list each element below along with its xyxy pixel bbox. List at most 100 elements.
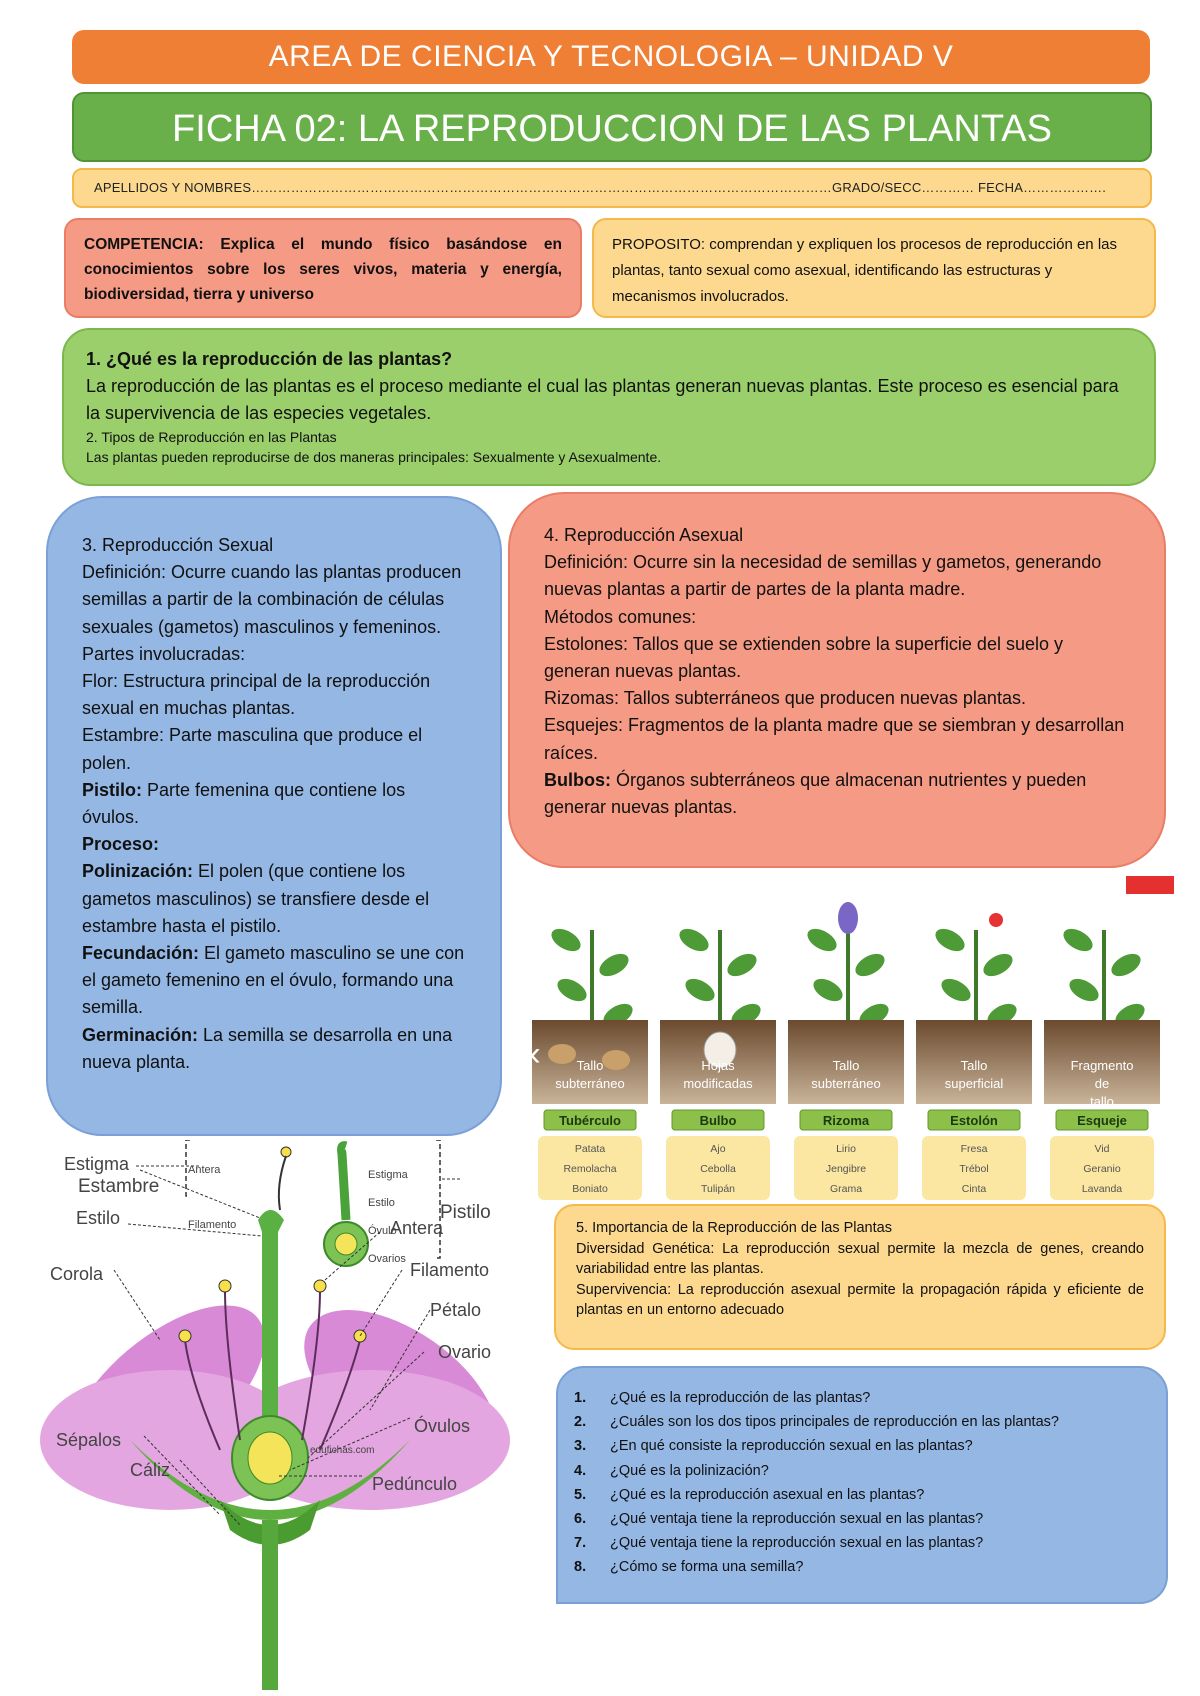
pregunta-item: 2.¿Cuáles son los dos tipos principales … [574, 1410, 1150, 1434]
example-plant: Geranio [1083, 1163, 1121, 1175]
asexual-plants-gallery: TallosubterráneoTubérculoPatataRemolacha… [532, 902, 1160, 1200]
gallery-next-arrow-icon[interactable]: › [1165, 1035, 1177, 1073]
pregunta-text: ¿Cómo se forma una semilla? [610, 1559, 804, 1576]
plant-leaf [983, 953, 1013, 977]
importancia-supervivencia: Supervivencia: La reproducción asexual p… [576, 1281, 1144, 1319]
example-plant: Ajo [710, 1143, 725, 1155]
reproduccion-asexual-box: 4. Reproducción Asexual Definición: Ocur… [508, 492, 1166, 868]
pregunta-text: ¿Qué ventaja tiene la reproducción sexua… [610, 1511, 984, 1528]
pregunta-item: 7.¿Qué ventaja tiene la reproducción sex… [574, 1531, 1150, 1555]
pregunta-number: 6. [574, 1511, 587, 1528]
pistilo-label: Pistilo: [82, 779, 143, 800]
flower-label-filamento_small: Filamento [188, 1219, 236, 1231]
flower-label-sepalos: Sépalos [56, 1430, 121, 1450]
sexual-polinizacion: Polinización: El polen (que contiene los… [82, 858, 466, 940]
sexual-fecundacion: Fecundación: El gameto masculino se une … [82, 940, 466, 1022]
importancia-heading: 5. Importancia de la Reproducción de las… [576, 1220, 892, 1236]
flower-label-watermark: edufichas.com [310, 1445, 374, 1456]
preguntas-list: 1. ¿Qué es la reproducción de las plantas… [574, 1386, 1150, 1580]
competencia-box: COMPETENCIA: Explica el mundo físico bas… [64, 218, 582, 318]
polinizacion-label: Polinización: [82, 861, 194, 882]
sexual-definicion: Definición: Ocurre cuando las plantas pr… [82, 562, 462, 637]
pregunta-text: ¿Qué es la reproducción de las plantas? [610, 1390, 871, 1406]
example-plant: Lavanda [1082, 1183, 1122, 1195]
example-plant: Jengibre [826, 1163, 866, 1175]
example-plant: Boniato [572, 1183, 608, 1195]
ficha-title: FICHA 02: LA REPRODUCCION DE LAS PLANTAS [72, 92, 1152, 162]
gallery-flag-icon [1126, 876, 1174, 894]
plant-leaf [1111, 953, 1141, 977]
examples-card [794, 1136, 898, 1200]
plant-leaf [813, 978, 843, 1002]
soil-label: tallo [1090, 1094, 1114, 1109]
flower-label-ovarios_small: Ovarios [368, 1253, 406, 1265]
label-leaders [113, 1165, 460, 1526]
pregunta-item: 8. ¿Cómo se forma una semilla? [574, 1555, 1150, 1579]
importancia-box: 5. Importancia de la Reproducción de las… [554, 1204, 1166, 1350]
asexual-definicion: Definición: Ocurre sin la necesidad de s… [544, 552, 1102, 600]
fecundacion-label: Fecundación: [82, 943, 200, 964]
soil-label: Hojas [701, 1058, 735, 1073]
proposito-text: PROPOSITO: comprendan y expliquen los pr… [612, 236, 1117, 305]
sexual-estambre: Estambre: Parte masculina que produce el… [82, 725, 423, 773]
competencia-label: COMPETENCIA: [84, 236, 204, 253]
flower-label-corola: Corola [50, 1264, 104, 1284]
plant-type-name: Tubérculo [559, 1113, 621, 1128]
plant-type-1: TallosubterráneoTubérculoPatataRemolacha… [532, 928, 648, 1200]
proposito-box: PROPOSITO: comprendan y expliquen los pr… [592, 218, 1156, 318]
pregunta-number: 8. [574, 1559, 587, 1576]
asexual-metodos: Métodos comunes: [544, 606, 697, 627]
plant-leaf [557, 978, 587, 1002]
example-plant: Patata [575, 1143, 606, 1155]
importancia-diversidad: Diversidad Genética: La reproducción sex… [576, 1240, 1144, 1278]
pregunta-text: ¿En qué consiste la reproducción sexual … [610, 1438, 973, 1455]
soil-label: Fragmento [1071, 1058, 1134, 1073]
sexual-proceso: Proceso: [82, 834, 160, 855]
plant-type-tag [543, 1109, 637, 1131]
sexual-flor: Flor: Estructura principal de la reprodu… [82, 671, 431, 719]
examples-card [922, 1136, 1026, 1200]
pregunta-number: 2. [574, 1414, 587, 1431]
tuber [548, 1044, 576, 1064]
asexual-rizomas: Rizomas: Tallos subterráneos que produce… [544, 688, 1026, 709]
flower-label-caliz: Cáliz [130, 1460, 170, 1480]
flower-label-estambre: Estambre [78, 1176, 159, 1197]
iris-flower [838, 902, 858, 934]
asexual-bulbos: Bulbos: Órganos subterráneos que almacen… [544, 767, 1130, 821]
preguntas-box: 1. ¿Qué es la reproducción de las plantas… [556, 1366, 1168, 1604]
soil-label: superficial [945, 1076, 1004, 1091]
soil-label: de [1095, 1076, 1109, 1091]
soil-label: Tallo [833, 1058, 860, 1073]
examples-card [666, 1136, 770, 1200]
inset-diagram [185, 1140, 441, 1267]
area-banner: AREA DE CIENCIA Y TECNOLOGIA – UNIDAD V [72, 30, 1150, 84]
section2-body: Las plantas pueden reproducirse de dos m… [86, 449, 662, 465]
plant-leaf [807, 928, 837, 952]
example-plant: Fresa [961, 1143, 988, 1155]
pregunta-number: 1. [574, 1390, 587, 1406]
pregunta-item: 4.¿Qué es la polinización? [574, 1459, 1150, 1483]
asexual-heading: 4. Reproducción Asexual [544, 525, 744, 545]
section1-heading: 1. ¿Qué es la reproducción de las planta… [86, 349, 453, 369]
soil-label: subterráneo [811, 1076, 880, 1091]
germinacion-text: La semilla se desarrolla en una nueva pl… [82, 1024, 453, 1072]
gallery-prev-arrow-icon[interactable]: ‹ [529, 1035, 541, 1073]
soil-block [916, 1020, 1032, 1104]
flower-label-estigma: Estigma [64, 1154, 130, 1174]
section2-heading: 2. Tipos de Reproducción en las Plantas [86, 429, 337, 445]
plant-leaf [727, 953, 757, 977]
bulbos-label: Bulbos: [544, 769, 611, 790]
plant-leaf [599, 953, 629, 977]
plant-type-name: Bulbo [700, 1113, 737, 1128]
plant-type-tag [927, 1109, 1021, 1131]
plant-type-tag [671, 1109, 765, 1131]
competencia-text: Explica el mundo físico basándose en con… [84, 236, 562, 303]
plant-leaf [935, 928, 965, 952]
que-es-reproduccion-box: 1. ¿Qué es la reproducción de las planta… [62, 328, 1156, 486]
student-info-line: APELLIDOS Y NOMBRES………………………………………………………… [72, 168, 1152, 208]
germinacion-label: Germinación: [82, 1024, 199, 1045]
polinizacion-text: El polen (que contiene los gametos mascu… [82, 861, 430, 936]
pregunta-text: ¿Qué ventaja tiene la reproducción sexua… [610, 1535, 984, 1552]
sexual-germinacion: Germinación: La semilla se desarrolla en… [82, 1022, 466, 1076]
